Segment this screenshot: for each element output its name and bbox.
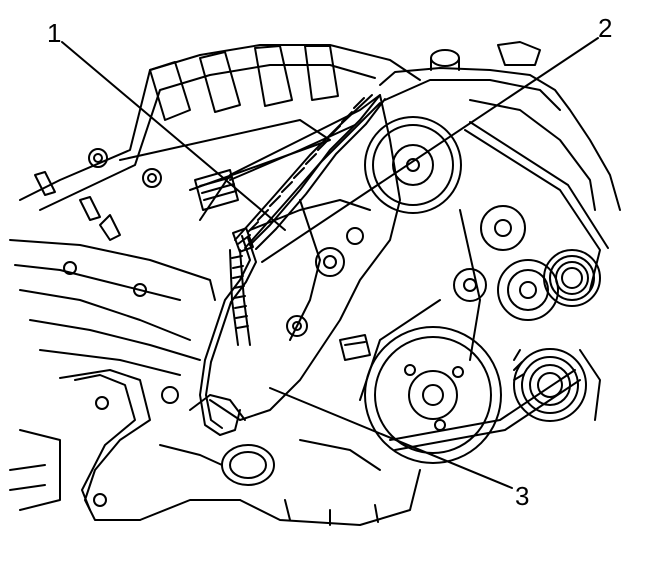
leader-lines bbox=[61, 37, 599, 489]
intake-manifold bbox=[19, 44, 421, 241]
sensor-wire bbox=[199, 94, 386, 436]
callout-2: 2 bbox=[598, 13, 613, 43]
leader-line-2 bbox=[261, 37, 599, 263]
callout-1: 1 bbox=[47, 18, 62, 48]
idler-pulleys bbox=[453, 205, 601, 321]
leader-line-3 bbox=[269, 387, 513, 489]
cam-pulley bbox=[364, 116, 462, 214]
callout-3: 3 bbox=[515, 481, 530, 511]
leader-line-1 bbox=[61, 41, 286, 231]
valve-cover bbox=[379, 41, 621, 211]
water-outlet bbox=[159, 386, 275, 486]
ac-compressor bbox=[513, 348, 601, 422]
oil-pan bbox=[239, 439, 421, 526]
exhaust-manifold bbox=[9, 239, 241, 521]
crank-damper bbox=[364, 326, 502, 464]
